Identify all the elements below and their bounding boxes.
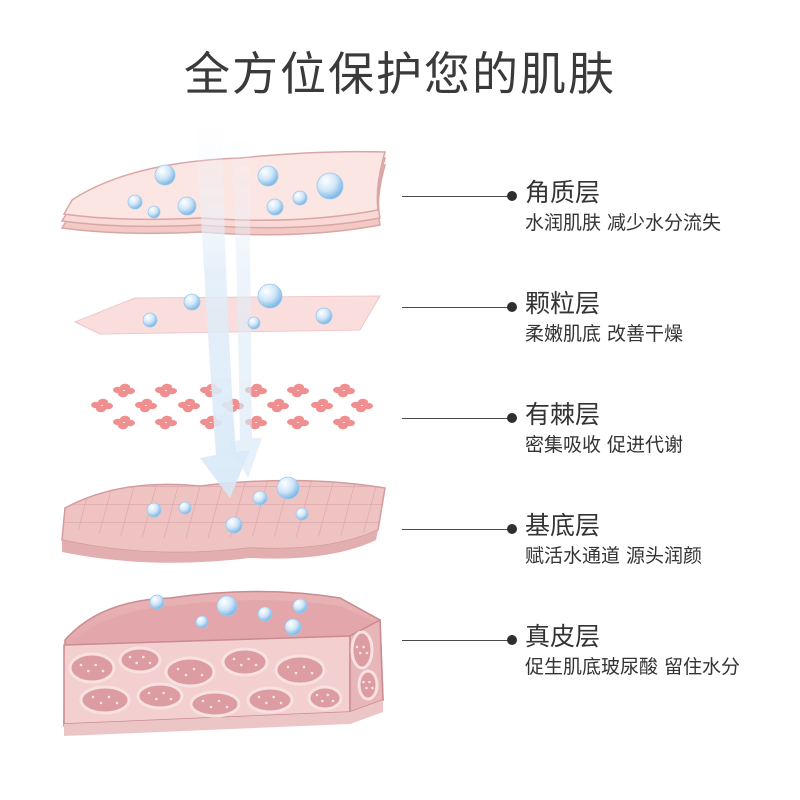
- water-bubble: [293, 599, 307, 613]
- water-bubble: [317, 173, 343, 199]
- layer-name: 颗粒层: [525, 289, 795, 319]
- layer-name: 有棘层: [525, 400, 795, 430]
- label-stratum-basale: 基底层 赋活水通道 源头润颜: [525, 511, 795, 569]
- water-bubble: [150, 595, 164, 609]
- water-bubble: [143, 313, 157, 327]
- layer-desc: 促生肌底玻尿酸 留住水分: [525, 654, 795, 680]
- label-dermis: 真皮层 促生肌底玻尿酸 留住水分: [525, 622, 795, 680]
- water-bubble: [258, 284, 282, 308]
- spinous-cell: [351, 399, 373, 412]
- water-bubble: [267, 199, 283, 215]
- water-bubble: [277, 477, 299, 499]
- water-bubble: [155, 165, 175, 185]
- water-bubble: [184, 294, 200, 310]
- dermis-cell: [166, 658, 214, 686]
- dermis-cell: [120, 648, 160, 672]
- water-bubble: [148, 206, 160, 218]
- connector-line-dermis: [402, 640, 512, 641]
- dermis-cell: [223, 649, 267, 675]
- water-bubble: [253, 491, 267, 505]
- spinous-cell: [311, 399, 333, 412]
- dermis-cell: [309, 687, 341, 709]
- connector-dot-granulosum: [507, 302, 517, 312]
- dermis-cell: [81, 687, 129, 713]
- layer-desc: 水润肌肤 减少水分流失: [525, 210, 795, 236]
- dermis-cell: [352, 632, 372, 668]
- spinous-cell: [91, 399, 113, 412]
- dermis-cell: [248, 688, 292, 712]
- connector-line-basale: [402, 529, 512, 530]
- dermis-cell: [359, 671, 377, 699]
- layer-desc: 柔嫩肌底 改善干燥: [525, 321, 795, 347]
- layer-name: 真皮层: [525, 622, 795, 652]
- water-bubble: [258, 607, 272, 621]
- water-bubble: [128, 195, 142, 209]
- spinous-cell: [113, 416, 135, 429]
- spinous-cell: [267, 399, 289, 412]
- spinous-cell: [287, 416, 309, 429]
- label-stratum-corneum: 角质层 水润肌肤 减少水分流失: [525, 178, 795, 236]
- spinous-cell: [155, 416, 177, 429]
- spinous-cell: [135, 399, 157, 412]
- layer-desc: 密集吸收 促进代谢: [525, 432, 795, 458]
- layer-name: 基底层: [525, 511, 795, 541]
- water-bubble: [248, 317, 260, 329]
- stratum-basale-layer: [62, 480, 385, 562]
- label-stratum-granulosum: 颗粒层 柔嫩肌底 改善干燥: [525, 289, 795, 347]
- connector-dot-spinosum: [507, 413, 517, 423]
- connector-line-corneum: [402, 196, 512, 197]
- water-bubble: [179, 502, 191, 514]
- connector-dot-dermis: [507, 635, 517, 645]
- water-bubble: [316, 308, 332, 324]
- dermis-cell: [138, 684, 182, 708]
- water-bubble: [196, 616, 208, 628]
- spinous-cell: [155, 384, 177, 397]
- water-bubble: [217, 596, 237, 616]
- water-bubble: [293, 191, 307, 205]
- label-stratum-spinosum: 有棘层 密集吸收 促进代谢: [525, 400, 795, 458]
- water-bubble: [147, 503, 161, 517]
- spinous-cell: [333, 384, 355, 397]
- dermis-cell: [70, 654, 114, 682]
- connector-line-granulosum: [402, 307, 512, 308]
- spinous-cell: [287, 384, 309, 397]
- layer-desc: 赋活水通道 源头润颜: [525, 543, 795, 569]
- spinous-cell: [178, 399, 200, 412]
- dermis-cell: [276, 656, 324, 684]
- water-bubble: [285, 619, 301, 635]
- spinous-cell: [113, 384, 135, 397]
- dermis-cell: [191, 692, 239, 716]
- connector-dot-corneum: [507, 191, 517, 201]
- water-bubble: [258, 166, 278, 186]
- water-bubble: [296, 508, 308, 520]
- layer-name: 角质层: [525, 178, 795, 208]
- connector-dot-basale: [507, 524, 517, 534]
- spinous-cell: [333, 416, 355, 429]
- water-bubble: [178, 197, 196, 215]
- connector-line-spinosum: [402, 418, 512, 419]
- water-bubble: [226, 517, 242, 533]
